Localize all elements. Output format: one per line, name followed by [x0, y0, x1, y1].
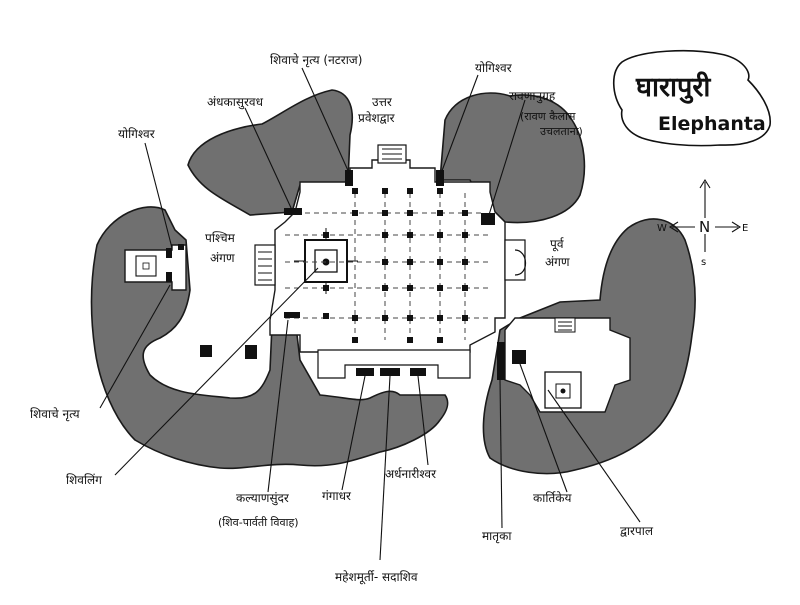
label-uttar-pravesh-1: उत्तर [372, 95, 393, 109]
label-kartikeya: कार्तिकेय [533, 491, 572, 505]
label-kalyansundar-2: (शिव-पार्वती विवाह) [218, 516, 299, 529]
label-dwarpal: द्वारपाल [620, 524, 654, 538]
label-gangadhar: गंगाधर [322, 489, 352, 503]
compass-south: s [701, 257, 706, 268]
label-paschim-angan-2: अंगण [210, 251, 235, 265]
label-ardhanarishwar: अर्धनारीश्वर [385, 467, 437, 481]
east-steps [514, 249, 527, 276]
label-matruka: मातृका [482, 529, 512, 544]
compass: N W E s [657, 178, 748, 268]
label-paschim-angan-1: पश्चिम [205, 231, 236, 245]
label-ravananugraha-1: रावणानुग्रह [509, 89, 556, 104]
title-english: Elephanta [658, 113, 766, 135]
hall-pillars [323, 188, 468, 343]
sculpture-panels [200, 170, 526, 380]
west-shrine-inner [135, 255, 157, 277]
label-purva-angan-2: अंगण [545, 255, 570, 269]
east-shrine [504, 317, 631, 413]
label-ravananugraha-3: उचलताना) [540, 125, 583, 138]
compass-north: N [699, 218, 710, 236]
east-courtyard [504, 239, 526, 281]
compass-west: W [657, 223, 667, 234]
north-entrance-lines [382, 148, 402, 160]
label-shiva-nataraj: शिवाचे नृत्य (नटराज) [270, 53, 362, 68]
south-alcove [317, 349, 471, 379]
compass-east: E [742, 223, 748, 234]
label-shiva-nritya: शिवाचे नृत्य [30, 407, 81, 422]
label-yogishwar-top: योगिश्वर [475, 61, 513, 75]
label-purva-angan-1: पूर्व [550, 237, 564, 252]
title-bubble [612, 49, 771, 147]
label-maheshmurti: महेशमूर्ती- सदाशिव [335, 570, 418, 585]
label-kalyansundar-1: कल्याणसुंदर [236, 491, 290, 506]
label-uttar-pravesh-2: प्रवेशद्वार [358, 111, 396, 125]
label-ravananugraha-2: (रावण कैलास [520, 110, 576, 123]
west-stairs [258, 251, 272, 281]
label-yogishwar-left: योगिश्वर [118, 127, 156, 141]
leader-lines [99, 67, 641, 561]
title-marathi: घारापुरी [635, 71, 711, 104]
west-courtyard-stairs [254, 244, 276, 286]
label-andhakasuravadh: अंधकासुरवध [207, 95, 264, 110]
label-shivalinga: शिवलिंग [66, 473, 102, 487]
